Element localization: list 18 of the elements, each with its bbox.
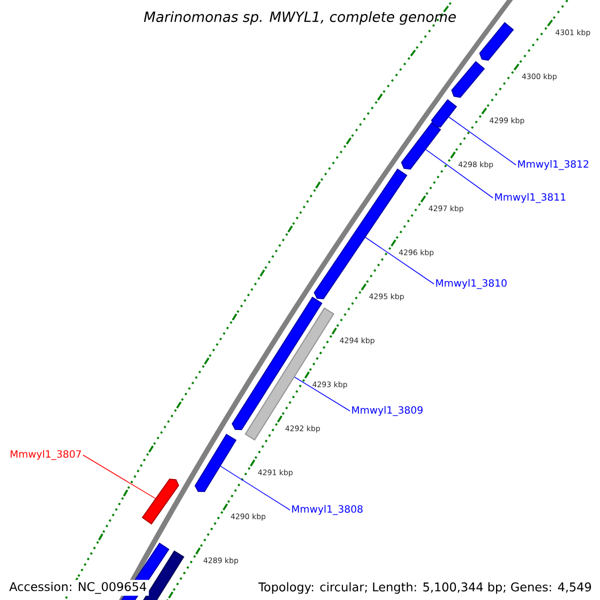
gene-label: Mmwyl1_3809: [352, 406, 423, 416]
gene-label: Mmwyl1_3808: [292, 505, 363, 515]
leader-line: [365, 236, 434, 284]
gene-label: Mmwyl1_3811: [495, 193, 566, 203]
leader-line: [448, 116, 516, 166]
footer-text: Accession: NC_009654: [7, 580, 149, 596]
gene-label: Mmwyl1_3807: [10, 450, 81, 460]
title: Marinomonas sp. MWYL1, complete genome: [144, 11, 456, 25]
footer-text: Topology: circular; Length: 5,100,344 bp; Genes: 4,549: [256, 580, 594, 596]
gene-block: [479, 22, 514, 61]
leader-line: [294, 376, 350, 412]
gene-block: [451, 60, 485, 98]
gene-block: [142, 478, 180, 525]
leader-line: [220, 466, 290, 510]
leader-line: [82, 454, 156, 499]
gene-label: Mmwyl1_3810: [436, 279, 507, 289]
leader-line: [425, 149, 494, 198]
gene-label: Mmwyl1_3812: [518, 160, 588, 170]
